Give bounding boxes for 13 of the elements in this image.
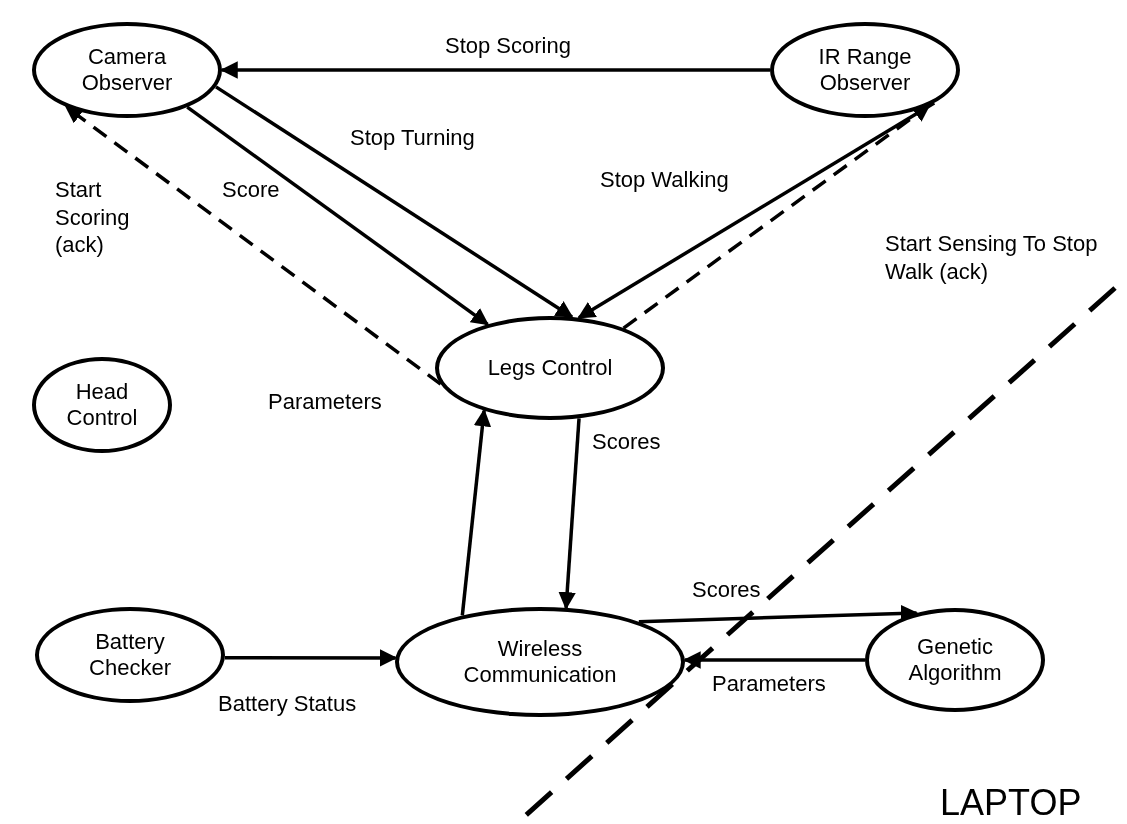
node-label: Wireless Communication: [462, 635, 618, 689]
node-label: Head Control: [65, 378, 139, 432]
node-label: Camera Observer: [80, 43, 174, 97]
node-label: Battery Checker: [88, 628, 172, 682]
node-label: IR Range Observer: [817, 43, 913, 97]
node-label: Legs Control: [487, 354, 613, 382]
arrow: [558, 418, 581, 610]
arrow: [220, 61, 770, 79]
arrow: [683, 651, 865, 669]
node-label: Genetic Algorithm: [907, 633, 1003, 687]
arrow: [460, 408, 492, 616]
arrow: [622, 104, 931, 330]
arrow: [186, 105, 489, 326]
